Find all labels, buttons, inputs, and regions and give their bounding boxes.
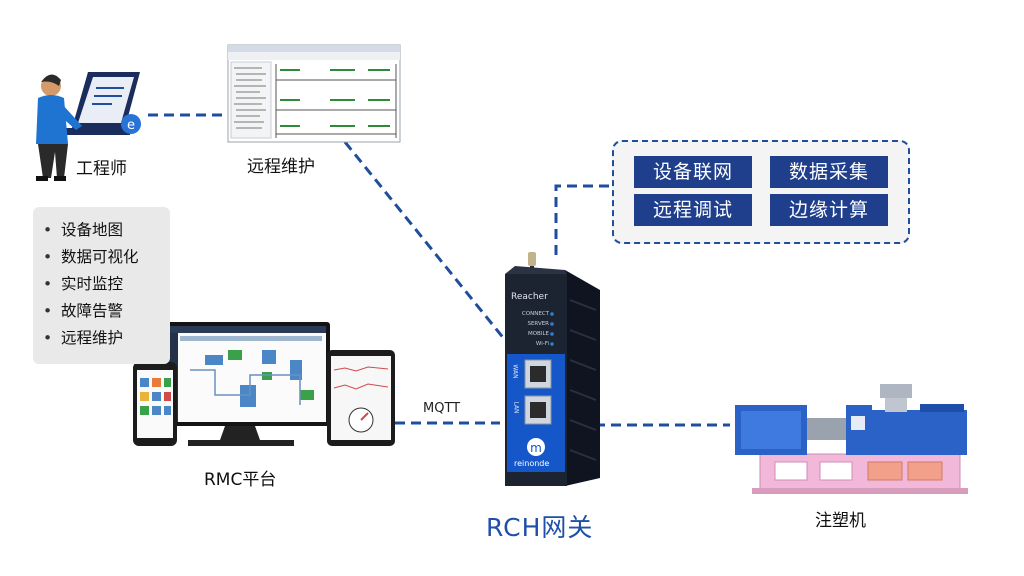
platform-feature-list: 设备地图 数据可视化 实时监控 故障告警 远程维护 xyxy=(33,207,170,364)
svg-text:e: e xyxy=(127,118,135,133)
led-label-wifi: Wi-Fi xyxy=(535,341,549,347)
gateway-title: RCH网关 xyxy=(486,513,594,542)
gateway-brand: Reacher xyxy=(511,292,548,302)
feature-remote-debugging: 远程调试 xyxy=(634,194,752,226)
engineer-icon: e xyxy=(36,72,141,181)
gateway-led-labels: CONNECT SERVER MOBILE Wi-Fi xyxy=(519,309,549,349)
features-panel: 设备联网 数据采集 远程调试 边缘计算 xyxy=(612,140,910,244)
rmc-platform-label: RMC平台 xyxy=(204,470,277,490)
injection-machine-image xyxy=(735,384,968,494)
engineer-label: 工程师 xyxy=(76,159,127,179)
feature-data-collection: 数据采集 xyxy=(770,156,888,188)
led-label-connect: CONNECT xyxy=(521,311,549,317)
machine-label: 注塑机 xyxy=(815,511,866,531)
led-label-server: SERVER xyxy=(527,321,549,327)
mqtt-label: MQTT xyxy=(423,401,461,416)
rmc-platform-image xyxy=(133,322,395,446)
software-to-gateway-line xyxy=(343,141,507,341)
feature-networking: 设备联网 xyxy=(634,156,752,188)
software-screenshot-image xyxy=(227,44,401,143)
port-label-wan: WAN xyxy=(511,364,519,379)
remote-maintenance-label: 远程维护 xyxy=(247,157,315,177)
gateway-logo-icon: m xyxy=(530,441,542,455)
list-item: 远程维护 xyxy=(43,325,170,352)
list-item: 设备地图 xyxy=(43,217,170,244)
list-item: 实时监控 xyxy=(43,271,170,298)
port-label-lan: LAN xyxy=(512,401,520,414)
list-item: 数据可视化 xyxy=(43,244,170,271)
gateway-device-image: m xyxy=(505,252,600,486)
gateway-logo-text: reinonde xyxy=(514,459,550,468)
gateway-to-features-line xyxy=(554,184,612,255)
list-item: 故障告警 xyxy=(43,298,170,325)
led-label-mobile: MOBILE xyxy=(527,331,549,337)
feature-edge-computing: 边缘计算 xyxy=(770,194,888,226)
